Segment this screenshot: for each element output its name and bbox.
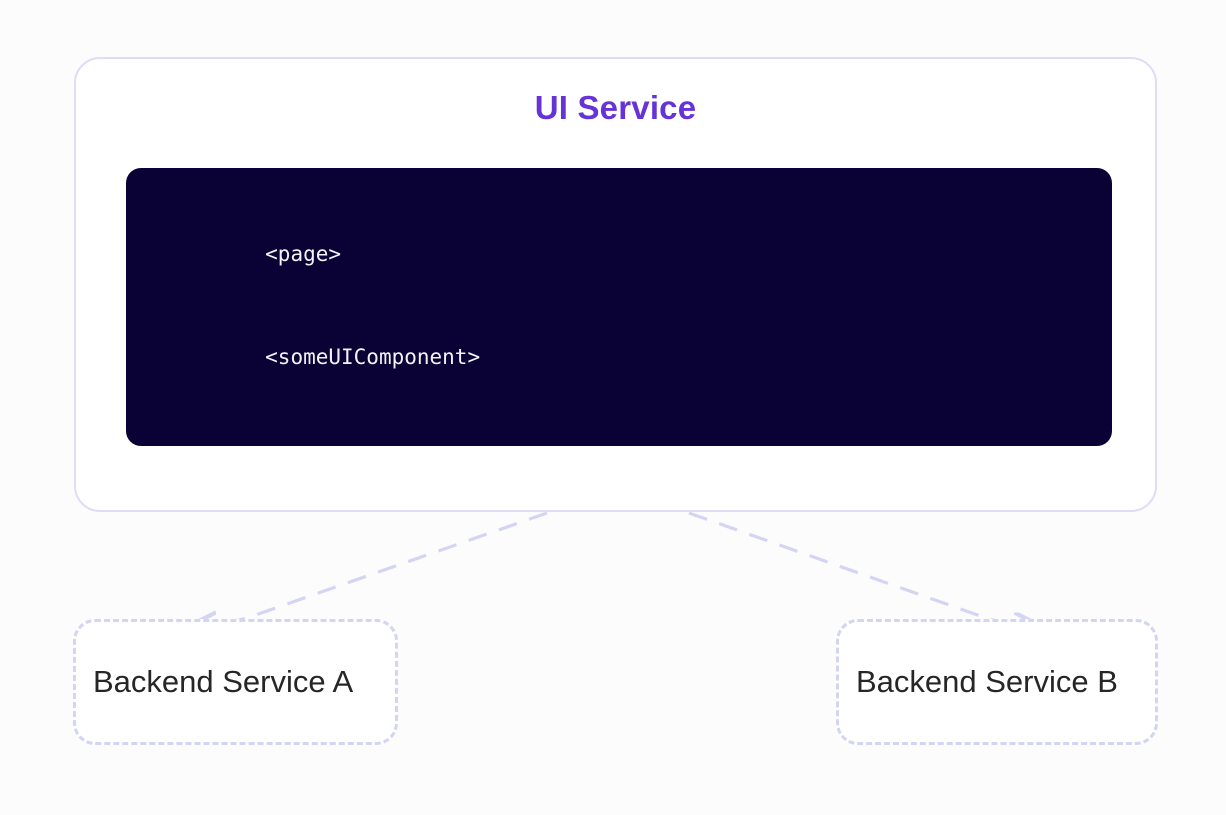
code-line-2-text: <someUIComponent> — [265, 345, 481, 369]
ui-service-title: UI Service — [534, 89, 697, 126]
code-block: <page> <someUIComponent> const isEnabled… — [126, 168, 1112, 446]
backend-service-b-box: Backend Service B — [836, 619, 1158, 745]
ui-service-card: UI Service <page> <someUIComponent> cons… — [74, 57, 1157, 512]
connector-to-backend-service-b — [688, 511, 1030, 622]
backend-service-a-box: Backend Service A — [73, 619, 398, 745]
connector-to-backend-service-a — [200, 511, 548, 622]
code-line-3: const isEnabled = useFlag("newFeatureToT… — [164, 409, 1074, 446]
code-line-2: <someUIComponent> — [164, 306, 1074, 410]
code-line-1-text: <page> — [265, 241, 342, 266]
code-line-1: <page> — [164, 202, 1074, 306]
backend-service-b-label: Backend Service B — [856, 664, 1118, 699]
backend-service-a-label: Backend Service A — [93, 664, 354, 699]
